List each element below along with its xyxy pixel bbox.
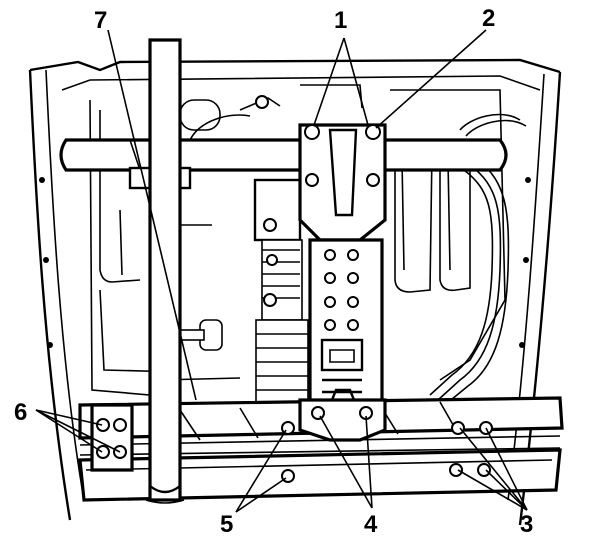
transmission-support-bracket xyxy=(298,123,387,242)
transmission-assembly xyxy=(179,178,309,411)
callout-4: 4 xyxy=(364,511,378,538)
left-bracket xyxy=(90,403,134,472)
transmission-mount-plate xyxy=(308,238,384,414)
callout-2: 2 xyxy=(482,5,495,32)
callout-5: 5 xyxy=(220,511,233,538)
callout-3: 3 xyxy=(520,511,533,538)
callout-7: 7 xyxy=(94,7,107,34)
vehicle-frame-outline xyxy=(28,58,562,526)
leader-lines xyxy=(35,29,528,513)
rear-mount-bracket xyxy=(298,388,387,442)
fuel-brake-lines xyxy=(429,113,527,405)
callout-6: 6 xyxy=(14,399,27,426)
callout-1: 1 xyxy=(334,7,347,34)
callout-labels: 1 2 3 4 5 6 7 xyxy=(14,5,533,538)
